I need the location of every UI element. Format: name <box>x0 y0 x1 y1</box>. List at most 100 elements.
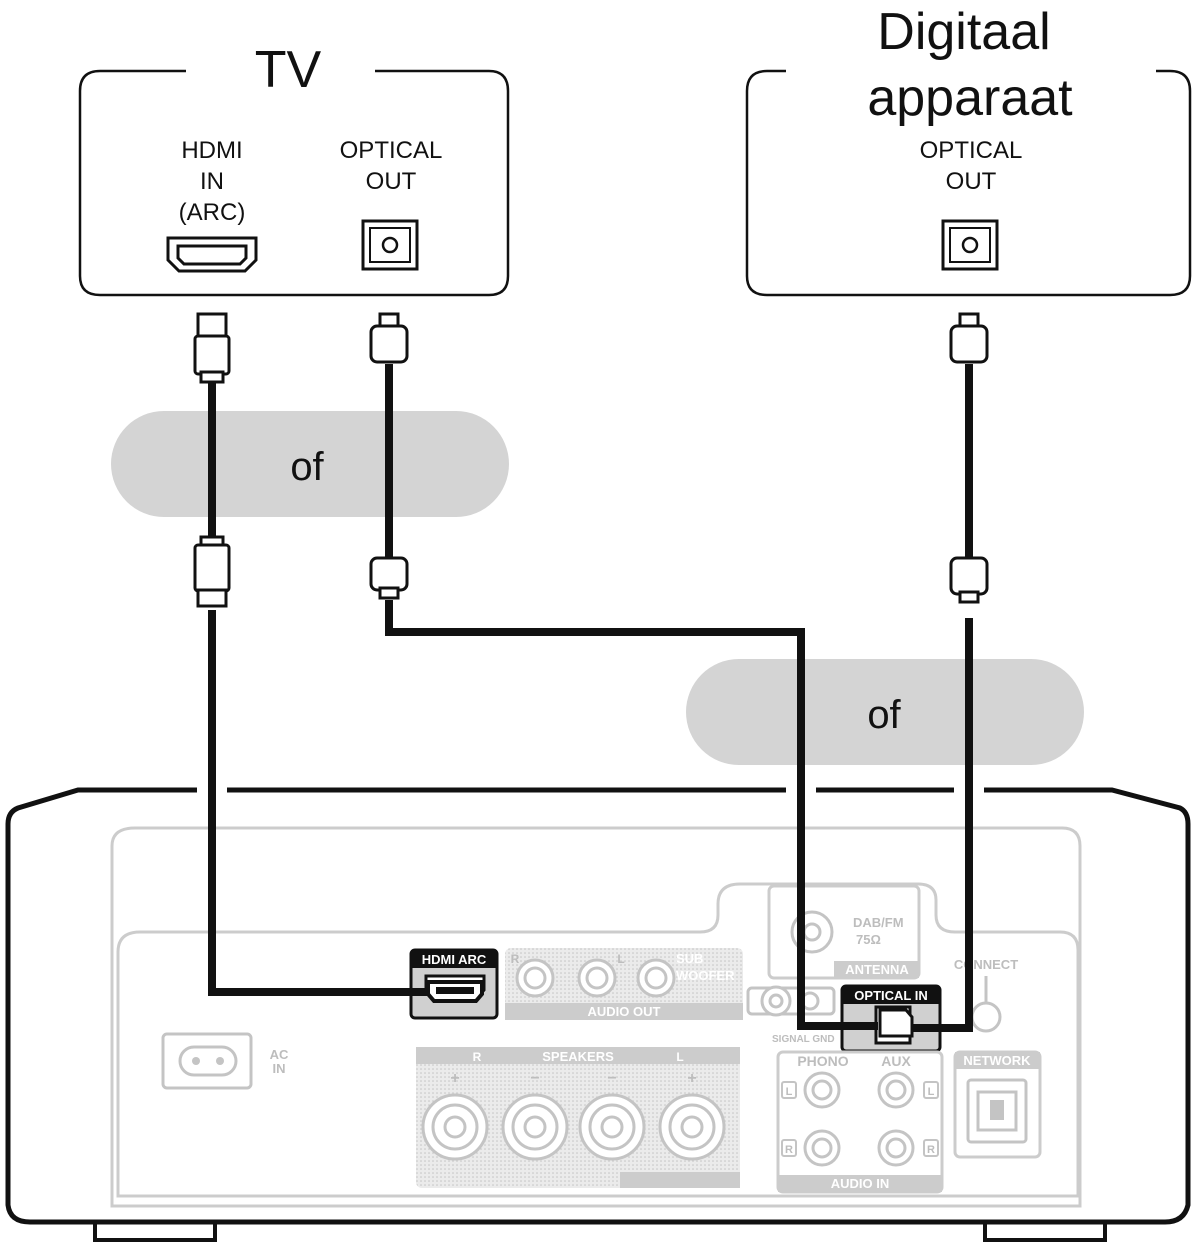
digital-device: Digitaal apparaat OPTICAL OUT <box>745 3 1192 297</box>
phono-l-badge <box>781 1081 797 1099</box>
hdmi-connector-bottom <box>193 535 231 608</box>
audio-in-panel <box>776 1050 944 1194</box>
dab-fm-label-2: 75Ω <box>856 932 881 947</box>
hdmi-connector-top <box>193 312 231 384</box>
network-label-bar <box>955 1052 1040 1069</box>
svg-text:−: − <box>530 1070 539 1087</box>
receiver-foot-right <box>983 1222 1107 1242</box>
aux-r-badge <box>923 1139 939 1157</box>
speaker-terminal-l-plus: + <box>658 1070 726 1161</box>
speaker-terminal-r-plus: + <box>421 1070 489 1161</box>
phono-r-badge <box>781 1139 797 1157</box>
ethernet-jack <box>966 1078 1028 1144</box>
receiver-foot-left <box>93 1222 217 1242</box>
ac-in-label-1: AC <box>270 1047 289 1062</box>
audio-in-label-bar <box>778 1175 942 1192</box>
phono-r-channel: R <box>785 1144 793 1156</box>
tv-title: TV <box>255 41 322 99</box>
device-optical-port <box>941 219 999 271</box>
speakers-label-bar <box>416 1047 740 1064</box>
speaker-terminal-r-minus: − <box>501 1070 569 1161</box>
tv-optical-connector-bottom <box>369 556 409 600</box>
tv-hdmi-label-1: HDMI <box>181 137 242 164</box>
subwoofer-label-1: SUB <box>676 951 703 966</box>
aux-r-jack <box>877 1129 915 1167</box>
device-optical-label-2: OUT <box>946 168 997 195</box>
tv-optical-label-1: OPTICAL <box>340 137 443 164</box>
optical-in-label: OPTICAL IN <box>854 988 927 1003</box>
tv-hdmi-label-3: (ARC) <box>179 199 246 226</box>
audio-out-r-label: R <box>511 952 520 966</box>
antenna-label: ANTENNA <box>845 962 909 977</box>
speakers-l-label: L <box>676 1050 683 1064</box>
speakers-r-label: R <box>473 1050 482 1064</box>
hdmi-arc-label-bar <box>411 950 497 968</box>
audio-out-label: AUDIO OUT <box>588 1004 661 1019</box>
aux-l-jack <box>877 1071 915 1109</box>
speakers-label: SPEAKERS <box>542 1049 614 1064</box>
ac-inlet-pin-right <box>216 1057 224 1065</box>
receiver-back-panel: AC IN AUDIO OUT R L SUB WOOFER ANTENNA D <box>5 787 1191 1242</box>
aux-r-channel: R <box>927 1144 935 1156</box>
tv-hdmi-label-2: IN <box>200 168 224 195</box>
svg-text:+: + <box>687 1070 696 1087</box>
tv-optical-connector-top <box>369 312 409 364</box>
svg-text:+: + <box>450 1070 459 1087</box>
aux-l-channel: L <box>928 1086 935 1098</box>
cables <box>208 364 973 1032</box>
phono-label: PHONO <box>797 1053 848 1069</box>
signal-gnd-terminal <box>746 985 836 1017</box>
ac-inlet-pin-left <box>192 1057 200 1065</box>
tv-optical-port <box>361 219 419 271</box>
digital-device-box-outline <box>745 69 1192 297</box>
phono-l-channel: L <box>786 1086 793 1098</box>
receiver-panel-outline <box>116 882 1080 1198</box>
audio-out-r-jack <box>515 958 555 998</box>
connect-label: CONNECT <box>954 957 1018 972</box>
tv-device: TV HDMI IN (ARC) OPTICAL OUT <box>78 41 510 297</box>
ac-inlet-socket <box>178 1045 238 1077</box>
phono-r-jack <box>803 1129 841 1167</box>
signal-gnd-label: SIGNAL GND <box>772 1034 835 1045</box>
device-optical-connector-bottom <box>949 556 989 604</box>
or-bubble-2 <box>686 659 1084 765</box>
digital-device-title-2: apparaat <box>867 69 1073 127</box>
network-label: NETWORK <box>963 1053 1031 1068</box>
dab-fm-label-1: DAB/FM <box>853 915 904 930</box>
optical-plug-in-receiver <box>878 1008 914 1038</box>
audio-out-panel <box>505 948 743 1020</box>
optical-in-label-bar <box>842 986 940 1004</box>
ac-in-label-2: IN <box>273 1061 286 1076</box>
audio-out-l-jack <box>577 958 617 998</box>
tv-optical-label-2: OUT <box>366 168 417 195</box>
subwoofer-jack <box>636 958 676 998</box>
audio-in-label: AUDIO IN <box>831 1176 890 1191</box>
antenna-label-bar <box>834 961 919 978</box>
tv-hdmi-port <box>166 236 258 273</box>
speakers-bottom-bar <box>620 1172 740 1188</box>
tv-optical-cable-segment-bottom <box>385 600 878 1030</box>
aux-label: AUX <box>881 1053 911 1069</box>
hdmi-cable-segment-bottom <box>208 610 432 996</box>
phono-l-jack <box>803 1071 841 1109</box>
receiver-inner-outline <box>110 826 1082 1208</box>
connect-button <box>970 976 1002 1033</box>
subwoofer-label-2: WOOFER <box>676 968 735 983</box>
svg-text:−: − <box>607 1070 616 1087</box>
device-optical-label-1: OPTICAL <box>920 137 1023 164</box>
or-label-1: of <box>290 445 324 489</box>
audio-out-label-bar <box>505 1003 743 1020</box>
speakers-panel <box>416 1047 740 1188</box>
device-optical-cable-segment-bottom <box>908 618 973 1032</box>
digital-device-title-1: Digitaal <box>877 3 1050 61</box>
hdmi-plug-in-receiver-pins <box>436 987 474 994</box>
tv-box-outline <box>78 69 510 297</box>
speaker-terminal-l-minus: − <box>578 1070 646 1161</box>
audio-out-l-label: L <box>617 952 624 966</box>
aux-l-badge <box>923 1081 939 1099</box>
hdmi-arc-label: HDMI ARC <box>422 952 487 967</box>
device-optical-connector-top <box>949 312 989 364</box>
or-label-2: of <box>867 693 901 737</box>
